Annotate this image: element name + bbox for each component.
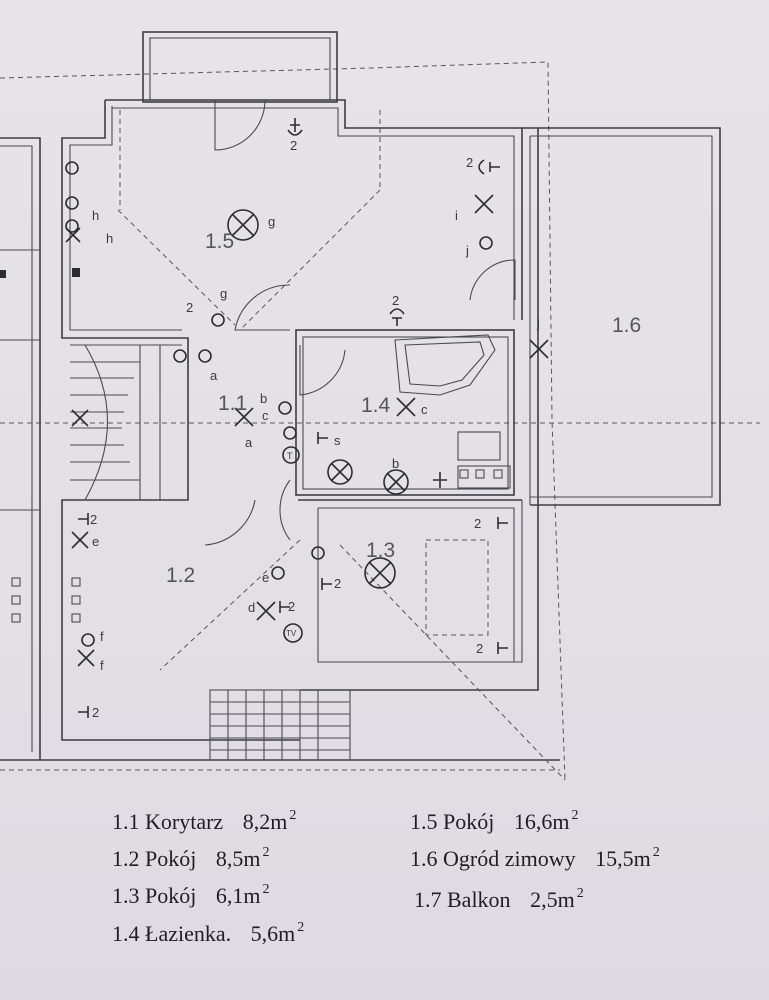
toilet [457,431,501,461]
legend-area-sup: 2 [297,920,305,935]
legend-name: Korytarz [145,809,224,834]
label-2: 2 [466,155,473,170]
roof-outline-dashed [0,61,566,781]
label-j: j [465,243,469,258]
legend-area: 8,2m [242,809,288,834]
label-TV: TV [286,629,297,638]
label-2: 2 [392,293,399,308]
legend-area: 15,5m [595,846,651,871]
label-2: 2 [186,300,193,315]
label-a: a [245,435,253,450]
legend-name: Pokój [145,883,197,908]
label-a: a [210,368,218,383]
label-g: g [220,286,227,301]
label-f: f [100,629,104,644]
winter-garden-walls [522,127,721,506]
socket-symbols [78,118,508,718]
label-h: h [92,208,99,223]
label-2: 2 [92,705,99,720]
label-2: 2 [334,576,341,591]
legend-name: Łazienka. [145,921,232,946]
label-2: 2 [90,512,97,527]
legend-name: Pokój [443,809,495,834]
room-label-1-5: 1.5 [205,230,234,253]
label-c: c [262,408,269,423]
legend-area-sup: 2 [262,845,270,860]
legend-code: 1.6 [410,846,438,871]
label-2: 2 [288,599,295,614]
thermostat-T [282,446,300,464]
legend-code: 1.2 [112,846,140,871]
tv-socket [283,623,303,643]
label-2: 2 [290,138,297,153]
legend-code: 1.3 [112,883,140,908]
vanity [457,465,511,489]
ceiling-light-1-3 [364,557,396,589]
symbol-letters: 2 2 2 2 2 2 2 2 2 2 g g h h i j j a a b … [90,138,540,720]
legend-area-sup: 2 [652,845,660,860]
legend-area: 5,6m [250,921,296,946]
staircase [70,344,182,501]
legend-area: 16,6m [513,809,570,834]
ceiling-light-1-5 [227,209,259,241]
room-label-1-2: 1.2 [166,564,195,587]
label-i: i [455,208,458,223]
label-2: 2 [474,516,481,531]
room-label-1-6: 1.6 [612,314,641,337]
hip-lines [117,110,566,781]
legend-area: 8,5m [215,846,261,871]
label-f: f [100,658,104,673]
legend-area-sup: 2 [576,886,584,901]
label-2: 2 [476,641,483,656]
entrance-steps [209,689,351,761]
legend-name: Ogród zimowy [443,846,576,871]
room-label-1-4: 1.4 [361,394,391,417]
bathtub [394,334,496,396]
label-g: g [268,214,275,229]
wall-light-symbols [65,194,549,667]
label-b: b [260,391,267,406]
legend-area: 2,5m [530,887,575,912]
doors [204,99,516,546]
label-h: h [106,231,113,246]
label-e: e [92,534,99,549]
label-s: s [334,433,341,448]
legend-code: 1.1 [112,809,140,834]
floor-plan: 1.5 1.1 1.4 1.3 1.2 1.6 2 2 2 2 2 2 2 2 … [0,31,760,781]
legend-area-sup: 2 [262,882,270,897]
room-label-1-1: 1.1 [218,392,247,415]
label-e: e [262,570,269,585]
bathroom-walls [295,329,515,496]
label-T: T [287,451,293,461]
room-1-3-walls [298,499,522,663]
legend-name: Pokój [145,846,197,871]
legend-area-sup: 2 [571,808,579,823]
bed-outline [425,539,489,636]
label-b: b [392,456,399,471]
ceiling-light-1-4-sink [327,459,353,485]
label-c: c [421,402,428,417]
legend-code: 1.7 [414,887,442,912]
label-d: d [248,600,255,615]
legend-area: 6,1m [215,883,261,908]
ceiling-light-1-4-basin [383,469,409,495]
legend-code: 1.4 [112,921,140,946]
legend-area-sup: 2 [289,808,297,823]
balcony-walls [142,31,338,103]
room-label-1-3: 1.3 [366,539,395,562]
legend-code: 1.5 [410,809,438,834]
label-j: j [536,316,540,331]
switch-symbols [11,161,493,647]
legend-name: Balkon [447,887,511,912]
neighbour-unit-walls [0,137,41,760]
